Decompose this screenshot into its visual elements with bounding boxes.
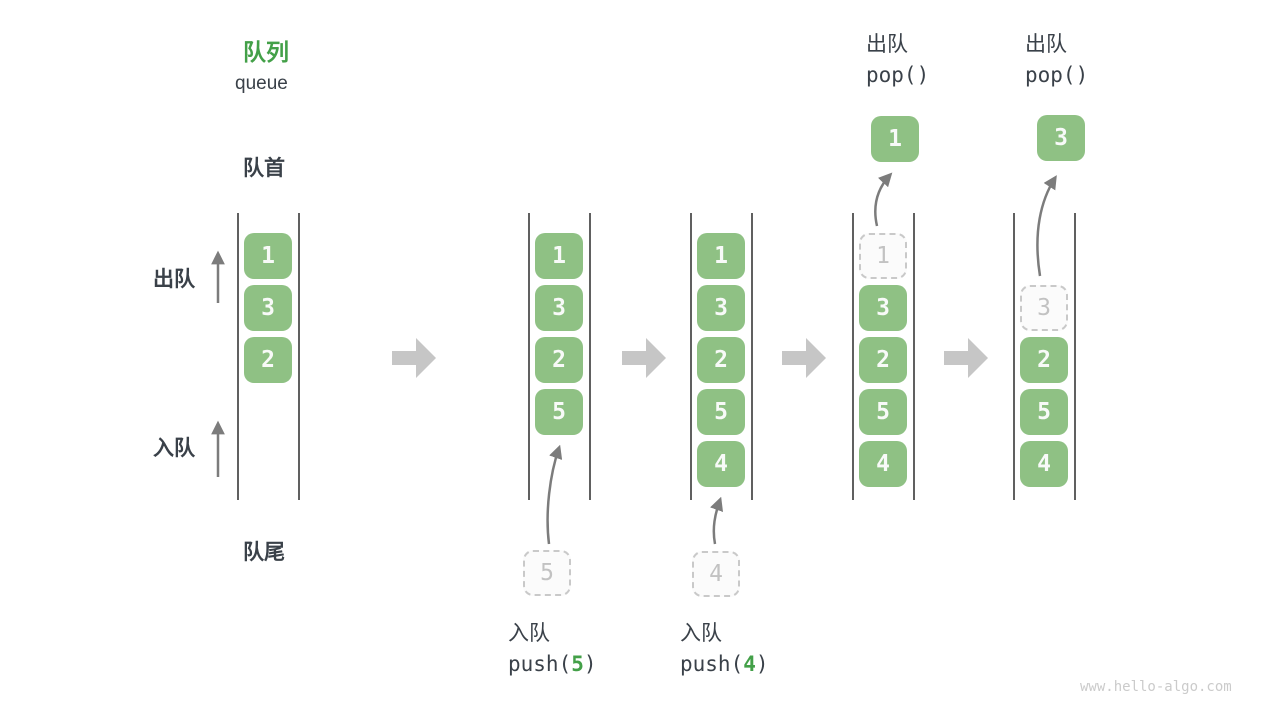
- queue-item: 2: [1020, 337, 1068, 383]
- queue-item: 1: [697, 233, 745, 279]
- queue-item-removed: 1: [859, 233, 907, 279]
- popped-item: 1: [871, 116, 919, 162]
- enqueue-op-code: push(4): [680, 652, 769, 676]
- queue-item: 2: [535, 337, 583, 383]
- queue-item: 2: [859, 337, 907, 383]
- diagram-title-en: queue: [235, 73, 288, 94]
- channel-right-wall: [751, 213, 753, 500]
- dequeue-op-label: 出队: [1025, 33, 1067, 56]
- code-text: ): [755, 652, 769, 676]
- queue-item: 4: [1020, 441, 1068, 487]
- code-text: push(: [680, 652, 744, 676]
- dequeue-arrow-pop3: [1036, 175, 1057, 277]
- channel-left-wall: [237, 213, 239, 500]
- queue-item: 4: [697, 441, 745, 487]
- queue-item-removed: 3: [1020, 285, 1068, 331]
- channel-left-wall: [528, 213, 530, 500]
- code-text: ): [583, 652, 597, 676]
- queue-item: 5: [859, 389, 907, 435]
- step-arrow-icon-1: [392, 338, 436, 378]
- dequeue-side-label: 出队: [153, 268, 195, 291]
- channel-right-wall: [913, 213, 915, 500]
- watermark: www.hello-algo.com: [1080, 679, 1232, 695]
- queue-front-label: 队首: [243, 157, 285, 180]
- queue-item: 3: [859, 285, 907, 331]
- queue-item: 3: [244, 285, 292, 331]
- channel-left-wall: [1013, 213, 1015, 500]
- popped-item: 3: [1037, 115, 1085, 161]
- code-text: push(: [508, 652, 572, 676]
- code-arg: 4: [743, 652, 756, 676]
- queue-item: 5: [1020, 389, 1068, 435]
- dequeue-op-code: pop(): [1025, 63, 1089, 87]
- dequeue-op-label: 出队: [866, 33, 908, 56]
- enqueue-arrow-push5: [546, 444, 563, 545]
- enqueue-op-label: 入队: [680, 622, 722, 645]
- dequeue-arrow-pop1: [873, 172, 893, 227]
- channel-right-wall: [1074, 213, 1076, 500]
- queue-rear-label: 队尾: [243, 541, 285, 564]
- channel-right-wall: [589, 213, 591, 500]
- queue-item: 2: [244, 337, 292, 383]
- channel-left-wall: [852, 213, 854, 500]
- step-arrow-icon-2: [622, 338, 666, 378]
- queue-item: 1: [244, 233, 292, 279]
- queue-item: 5: [697, 389, 745, 435]
- enqueue-op-label: 入队: [508, 622, 550, 645]
- code-arg: 5: [571, 652, 584, 676]
- staging-item: 4: [692, 551, 740, 597]
- queue-item: 5: [535, 389, 583, 435]
- channel-left-wall: [690, 213, 692, 500]
- step-arrow-icon-4: [944, 338, 988, 378]
- queue-item: 4: [859, 441, 907, 487]
- enqueue-arrow-push4: [710, 496, 724, 545]
- enqueue-op-code: push(5): [508, 652, 597, 676]
- queue-item: 3: [535, 285, 583, 331]
- queue-item: 1: [535, 233, 583, 279]
- staging-item: 5: [523, 550, 571, 596]
- queue-item: 3: [697, 285, 745, 331]
- diagram-title-zh: 队列: [243, 39, 289, 65]
- dequeue-op-code: pop(): [866, 63, 930, 87]
- queue-item: 2: [697, 337, 745, 383]
- enqueue-side-label: 入队: [153, 437, 195, 460]
- step-arrow-icon-3: [782, 338, 826, 378]
- channel-right-wall: [298, 213, 300, 500]
